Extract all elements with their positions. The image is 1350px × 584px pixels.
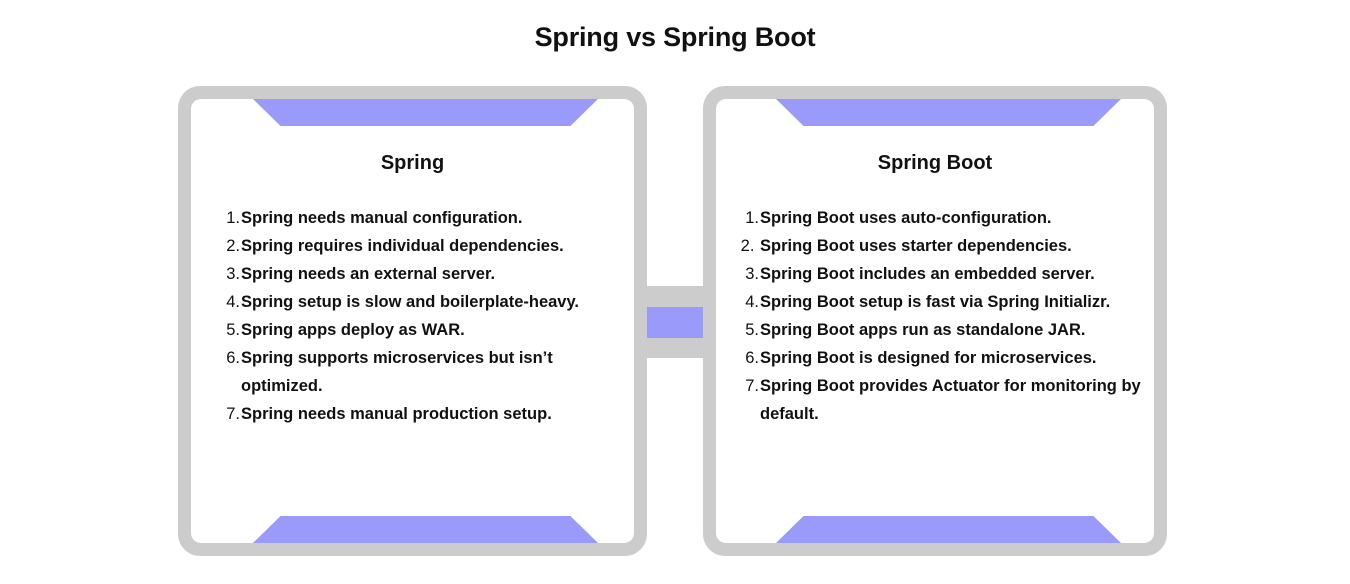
list-item: 7. Spring Boot provides Actuator for mon…	[738, 372, 1148, 428]
list-item: 1. Spring needs manual configuration.	[219, 204, 624, 232]
list-item-text: Spring needs manual configuration.	[241, 209, 523, 227]
list-item-text: Spring supports microservices but isn’t …	[241, 349, 553, 395]
list-item-number: 5.	[745, 321, 759, 339]
list-item-number: 7.	[226, 405, 240, 423]
list-item: 2. Spring requires individual dependenci…	[219, 232, 624, 260]
connector-bar-top	[630, 286, 720, 307]
list-item-number: 3.	[745, 265, 759, 283]
list-item: 6. Spring supports microservices but isn…	[219, 344, 624, 400]
list-item: 4. Spring setup is slow and boilerplate-…	[219, 288, 624, 316]
list-item-text: Spring Boot apps run as standalone JAR.	[760, 321, 1086, 339]
list-item-number: 7.	[745, 377, 759, 395]
list-item: 1. Spring Boot uses auto-configuration.	[738, 204, 1148, 232]
list-item-number: 1.	[745, 209, 759, 227]
list-item: 5. Spring apps deploy as WAR.	[219, 316, 624, 344]
connector-bar-bottom	[630, 338, 720, 358]
list-item: 6. Spring Boot is designed for microserv…	[738, 344, 1148, 372]
list-item-text: Spring requires individual dependencies.	[241, 237, 564, 255]
card-heading-spring-boot: Spring Boot	[877, 152, 993, 174]
card-inner-spring: Spring 1. Spring needs manual configurat…	[191, 99, 634, 543]
list-item: 5. Spring Boot apps run as standalone JA…	[738, 316, 1148, 344]
list-item-text: Spring Boot includes an embedded server.	[760, 265, 1095, 283]
comparison-card-spring: Spring 1. Spring needs manual configurat…	[178, 86, 647, 556]
list-item-text: Spring needs an external server.	[241, 265, 496, 283]
card-tab-top-spring	[253, 99, 598, 126]
list-item-text: Spring Boot uses auto-configuration.	[760, 209, 1052, 227]
list-item-number: 3.	[226, 265, 240, 283]
list-item-number: 2.	[740, 237, 759, 255]
feature-list-spring: 1. Spring needs manual configuration. 2.…	[219, 204, 624, 428]
list-item-number: 1.	[226, 209, 240, 227]
list-item-number: 2.	[226, 237, 240, 255]
list-item: 2. Spring Boot uses starter dependencies…	[738, 232, 1148, 260]
list-item-text: Spring apps deploy as WAR.	[241, 321, 465, 339]
page-title: Spring vs Spring Boot	[534, 22, 816, 52]
list-item: 3. Spring needs an external server.	[219, 260, 624, 288]
list-item-text: Spring Boot provides Actuator for monito…	[760, 377, 1141, 423]
list-item-text: Spring setup is slow and boilerplate-hea…	[241, 293, 580, 311]
list-item-number: 6.	[226, 349, 240, 367]
list-item-number: 4.	[226, 293, 240, 311]
comparison-card-spring-boot: Spring Boot 1. Spring Boot uses auto-con…	[703, 86, 1167, 556]
card-inner-spring-boot: Spring Boot 1. Spring Boot uses auto-con…	[716, 99, 1154, 543]
card-tab-bottom-spring	[253, 516, 598, 543]
card-heading-spring: Spring	[380, 152, 445, 174]
list-item: 7. Spring needs manual production setup.	[219, 400, 624, 428]
list-item-text: Spring Boot uses starter dependencies.	[760, 237, 1072, 255]
card-tab-top-spring-boot	[776, 99, 1121, 126]
list-item-text: Spring Boot is designed for microservice…	[760, 349, 1097, 367]
list-item-number: 4.	[745, 293, 759, 311]
feature-list-spring-boot: 1. Spring Boot uses auto-configuration. …	[738, 204, 1148, 428]
card-tab-bottom-spring-boot	[776, 516, 1121, 543]
list-item-text: Spring needs manual production setup.	[241, 405, 552, 423]
list-item: 3. Spring Boot includes an embedded serv…	[738, 260, 1148, 288]
list-item-number: 6.	[745, 349, 759, 367]
list-item-number: 5.	[226, 321, 240, 339]
list-item-text: Spring Boot setup is fast via Spring Ini…	[760, 293, 1111, 311]
list-item: 4. Spring Boot setup is fast via Spring …	[738, 288, 1148, 316]
